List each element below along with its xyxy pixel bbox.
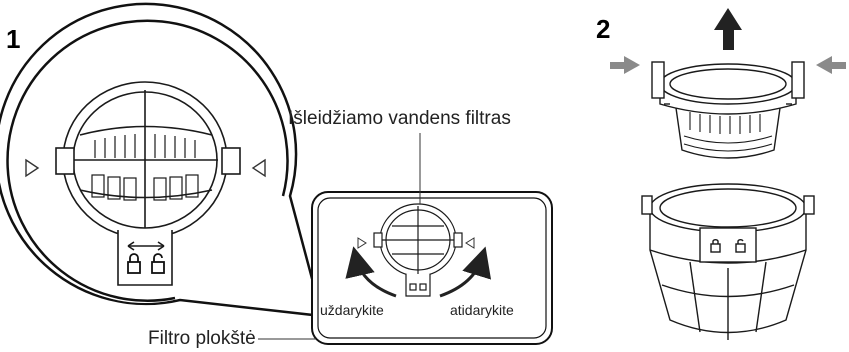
arrow-in-icon (610, 56, 846, 74)
filter-plate-label: Filtro plokštė (148, 328, 256, 349)
filter-small (373, 203, 463, 297)
right-marker-icon (251, 158, 266, 178)
filter-bottom-part (641, 183, 815, 340)
open-label: atidarykite (450, 302, 514, 318)
drain-filter-label: Išleidžiamo vandens filtras (288, 108, 511, 129)
arrow-up-icon (714, 8, 742, 50)
left-marker-icon (25, 158, 40, 178)
filter-top-part (651, 61, 805, 159)
close-arrow-icon (345, 246, 397, 298)
lock-closed-icon (127, 253, 141, 274)
step-1-number: 1 (6, 24, 21, 54)
filter-plate (311, 191, 553, 345)
close-label: uždarykite (320, 302, 384, 318)
filter-large (55, 81, 241, 286)
step-2-number: 2 (596, 14, 611, 44)
open-arrow-icon (439, 246, 492, 298)
lock-open-icon (151, 253, 165, 274)
